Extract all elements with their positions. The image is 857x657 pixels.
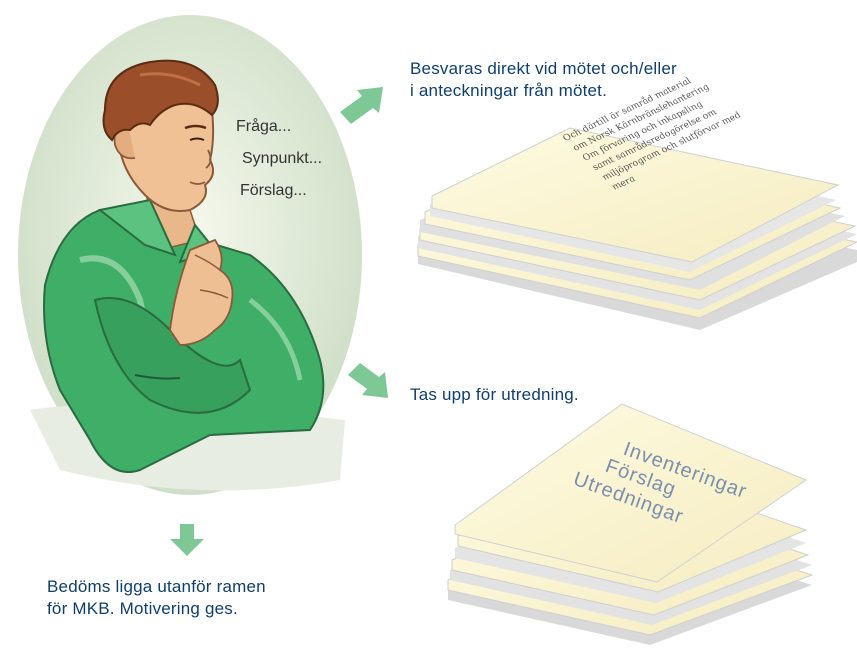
outcome-outside-line-2: för MKB. Motivering ges.	[47, 599, 238, 618]
outcome-investigated: Tas upp för utredning.	[410, 384, 579, 406]
arrow-to-outside	[170, 524, 204, 556]
arrow-to-answered	[340, 87, 383, 124]
outcome-answered-line-1: Besvaras direkt vid mötet och/eller	[410, 59, 677, 78]
outcome-outside: Bedöms ligga utanför ramen för MKB. Moti…	[47, 576, 266, 620]
speech-question: Fråga...	[236, 118, 292, 135]
speech-opinion: Synpunkt...	[242, 150, 323, 167]
speech-proposal: Förslag...	[240, 182, 307, 199]
thinking-man-illustration	[43, 59, 325, 473]
outcome-outside-line-1: Bedöms ligga utanför ramen	[47, 577, 266, 596]
document-stack-answered	[417, 127, 857, 330]
outcome-answered: Besvaras direkt vid mötet och/eller i an…	[410, 58, 677, 102]
outcome-investigated-line-1: Tas upp för utredning.	[410, 385, 579, 404]
arrow-to-investigated	[348, 363, 388, 398]
outcome-answered-line-2: i anteckningar från mötet.	[410, 81, 608, 100]
document-stack-investigated	[447, 403, 814, 645]
